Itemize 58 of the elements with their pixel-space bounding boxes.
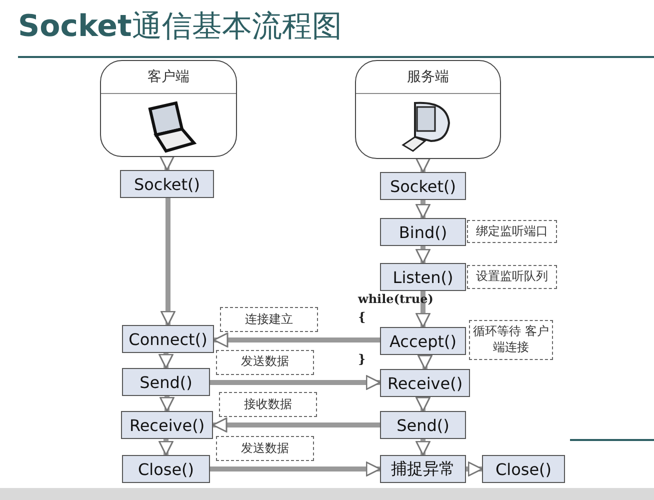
function-box	[122, 325, 214, 353]
function-box	[380, 263, 466, 291]
arrow	[160, 156, 174, 171]
arrow	[416, 291, 430, 328]
arrow	[212, 418, 380, 432]
arrow	[158, 439, 174, 456]
arrow	[418, 354, 432, 370]
arrow	[210, 375, 381, 390]
function-label: Bind()	[398, 222, 448, 242]
arrow	[416, 158, 430, 173]
arrow	[466, 462, 483, 476]
endpoint-panel	[355, 60, 501, 159]
arrow	[416, 200, 430, 219]
note-box: 绑定监听端口	[467, 220, 557, 243]
function-label: Close()	[495, 460, 552, 478]
arrow	[160, 396, 174, 412]
edge-label: 连接建立	[220, 307, 318, 332]
function-box	[482, 455, 565, 483]
function-box	[380, 327, 466, 355]
function-label: Receive()	[387, 374, 463, 392]
function-label: Accept()	[389, 332, 456, 350]
code-text: while(true)	[358, 292, 434, 306]
function-label: 捕捉异常	[391, 458, 455, 480]
title: Socket通信基本流程图	[18, 8, 342, 46]
function-label: Socket()	[134, 174, 200, 194]
edge-label: 发送数据	[216, 350, 314, 374]
function-label: Listen()	[392, 268, 454, 286]
function-box	[120, 170, 214, 198]
edge-label: 发送数据	[216, 436, 314, 461]
panel-heading: 服务端	[356, 61, 500, 94]
code-text: {	[358, 310, 366, 324]
function-box	[122, 455, 210, 483]
panel-heading: 客户端	[101, 61, 236, 94]
function-label: Close()	[138, 460, 194, 478]
arrow	[416, 439, 430, 456]
note-box: 循环等待 客户端连接	[469, 320, 553, 360]
function-label: Send()	[140, 372, 192, 392]
arrow	[416, 396, 430, 412]
function-label: Send()	[396, 416, 450, 434]
function-box	[380, 172, 466, 200]
function-box	[122, 368, 210, 396]
function-box	[380, 218, 466, 246]
endpoint-panel	[100, 60, 237, 157]
function-label: Receive()	[129, 416, 205, 434]
function-box	[380, 411, 466, 439]
edge-label: 接收数据	[219, 392, 317, 417]
note-box: 设置监听队列	[467, 265, 557, 289]
arrow	[210, 462, 381, 476]
code-text: }	[358, 352, 366, 366]
function-box	[380, 369, 470, 397]
function-label: Connect()	[128, 330, 208, 348]
arrow	[160, 198, 176, 326]
function-label: Socket()	[390, 176, 456, 196]
function-box	[380, 455, 466, 483]
arrow	[158, 353, 174, 369]
arrow	[213, 332, 380, 348]
function-box	[121, 411, 213, 439]
arrow	[416, 246, 430, 264]
